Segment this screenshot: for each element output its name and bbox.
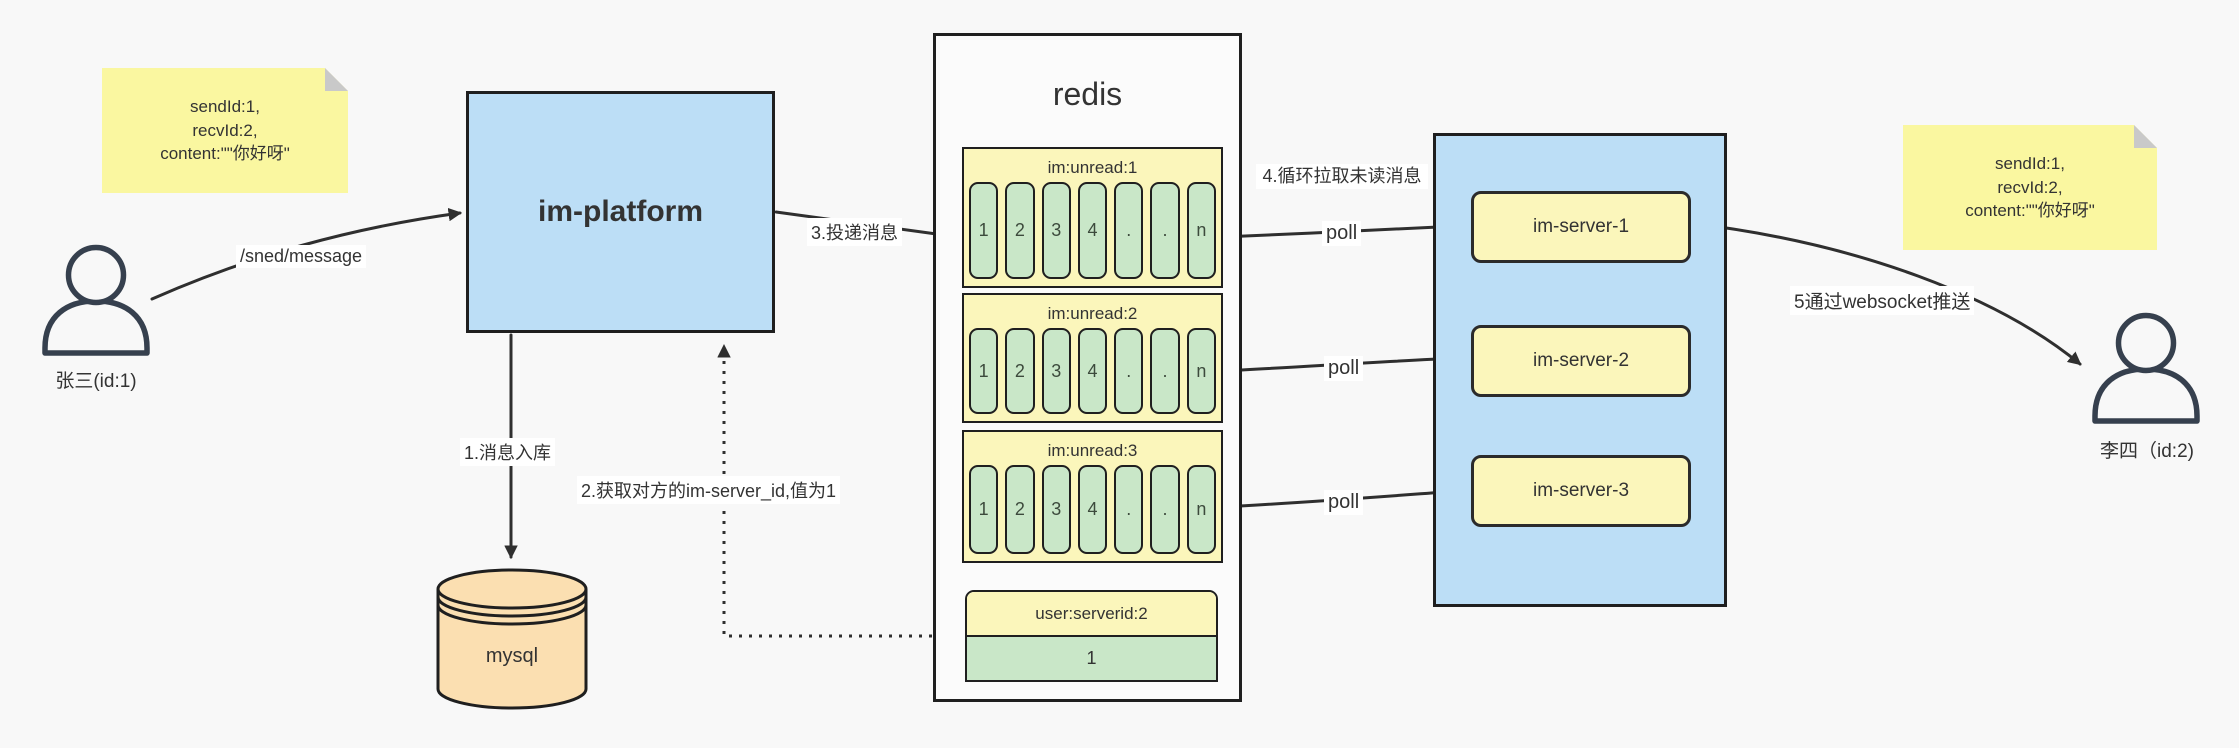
- label-poll-3: poll: [1324, 490, 1364, 515]
- note-line: content:""你好呀": [160, 144, 290, 164]
- queue-cells: 1 2 3 4 . . n: [969, 328, 1216, 414]
- im-server-2-node: im-server-2: [1471, 325, 1691, 397]
- queue-cell: 3: [1041, 182, 1071, 279]
- sticky-note-push: sendId:1, recvId:2, content:""你好呀": [1903, 124, 2158, 250]
- queue-cell: n: [1186, 328, 1216, 414]
- im-server-cluster: im-server-1 im-server-2 im-server-3: [1433, 133, 1727, 607]
- cylinder-ring-2: [436, 604, 588, 626]
- note-line: recvId:2,: [192, 120, 258, 140]
- note-line: recvId:2,: [1997, 177, 2063, 197]
- redis-title: redis: [1052, 76, 1123, 112]
- cylinder-ring-1: [436, 596, 588, 618]
- queue-cells: 1 2 3 4 . . n: [969, 465, 1216, 554]
- label-step4: 4.循环拉取未读消息: [1256, 164, 1428, 189]
- queue-cell: .: [1114, 328, 1144, 414]
- user-head-shape: [2115, 312, 2177, 374]
- queue-cell: 4: [1077, 328, 1108, 414]
- cylinder-top: [436, 568, 588, 610]
- queue-cell: 3: [1041, 465, 1071, 554]
- queue-cell: 2: [1005, 465, 1035, 554]
- queue-cell: .: [1114, 182, 1144, 279]
- user-body-shape: [2092, 366, 2200, 424]
- label-step5: 5通过websocket推送: [1790, 286, 1975, 315]
- queue-header: im:unread:3: [1047, 441, 1138, 460]
- queue-cell: 4: [1077, 182, 1108, 279]
- queue-cell: 2: [1005, 328, 1035, 414]
- user-serverid-value: 1: [967, 637, 1216, 680]
- queue-unread-1: im:unread:1 1 2 3 4 . . n: [962, 147, 1223, 288]
- receiver-user-icon: [2092, 312, 2200, 424]
- im-platform-label: im-platform: [538, 195, 703, 228]
- queue-header: im:unread:1: [1047, 158, 1138, 177]
- queue-cell: 1: [969, 182, 999, 279]
- queue-cell: 1: [969, 328, 999, 414]
- queue-cell: 3: [1041, 328, 1071, 414]
- im-server-3-node: im-server-3: [1471, 455, 1691, 527]
- queue-cell: .: [1114, 465, 1144, 554]
- queue-cell: 1: [969, 465, 999, 554]
- label-step3: 3.投递消息: [807, 218, 903, 246]
- label-send-api: /sned/message: [236, 245, 367, 268]
- sender-label: 张三(id:1): [55, 371, 137, 392]
- queue-header: im:unread:2: [1047, 304, 1138, 323]
- im-platform-node: im-platform: [466, 91, 775, 333]
- queue-cell: 4: [1077, 465, 1108, 554]
- queue-cell: n: [1186, 182, 1216, 279]
- mysql-database-icon: [436, 568, 588, 710]
- redis-panel: redis im:unread:1 1 2 3 4 . . n im:unrea…: [933, 33, 1242, 702]
- queue-unread-3: im:unread:3 1 2 3 4 . . n: [962, 430, 1223, 563]
- queue-unread-2: im:unread:2 1 2 3 4 . . n: [962, 293, 1223, 423]
- mysql-label: mysql: [485, 645, 539, 667]
- receiver-label: 李四（id:2): [2100, 441, 2194, 462]
- label-poll-1: poll: [1322, 221, 1362, 246]
- cylinder-body: [436, 589, 588, 710]
- user-serverid-box: user:serverid:2 1: [965, 590, 1218, 682]
- label-poll-2: poll: [1324, 356, 1364, 381]
- user-serverid-header: user:serverid:2: [967, 592, 1216, 637]
- queue-cell: n: [1186, 465, 1216, 554]
- note-line: sendId:1,: [190, 96, 260, 116]
- user-body-shape: [42, 298, 150, 356]
- note-line: content:""你好呀": [1965, 201, 2095, 221]
- user-head-shape: [65, 244, 127, 306]
- note-line: sendId:1,: [1995, 153, 2065, 173]
- label-step2: 2.获取对方的im-server_id,值为1: [577, 476, 841, 504]
- queue-cell: .: [1150, 182, 1180, 279]
- im-server-1-node: im-server-1: [1471, 191, 1691, 263]
- queue-cell: .: [1150, 328, 1180, 414]
- sender-user-icon: [42, 244, 150, 356]
- sticky-note-request: sendId:1, recvId:2, content:""你好呀": [102, 67, 349, 193]
- queue-cells: 1 2 3 4 . . n: [969, 182, 1216, 279]
- label-step1: 1.消息入库: [460, 438, 556, 466]
- queue-cell: 2: [1005, 182, 1035, 279]
- queue-cell: .: [1150, 465, 1180, 554]
